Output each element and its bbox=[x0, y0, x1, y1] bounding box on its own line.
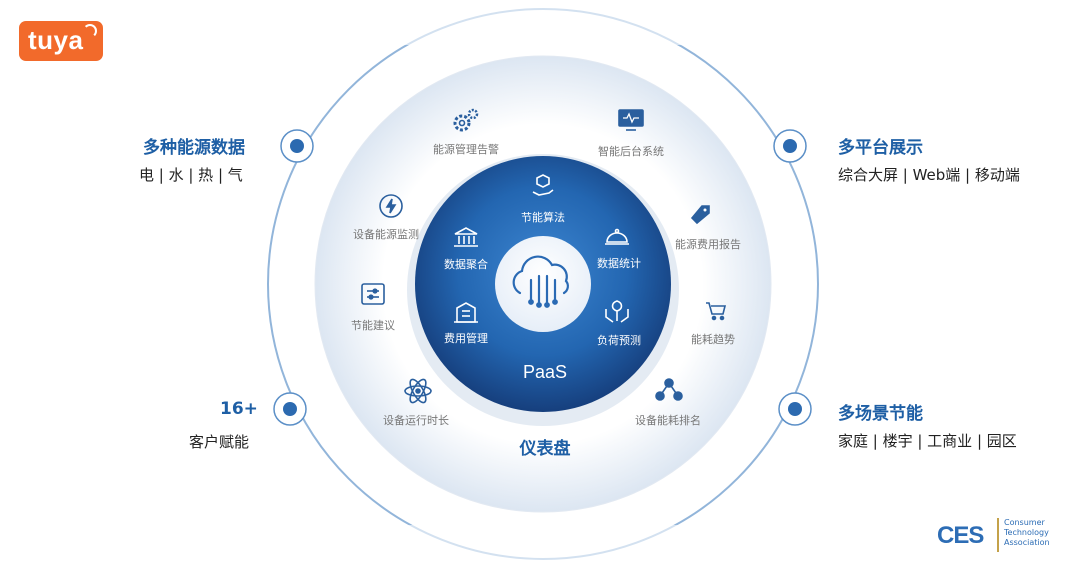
cloud-circuit-icon bbox=[512, 255, 569, 308]
inner-label-load-forecast: 负荷预测 bbox=[597, 334, 641, 347]
node-left-bottom bbox=[273, 392, 307, 426]
ces-org-line1: Consumer bbox=[1004, 518, 1045, 527]
outer-label-runtime: 设备运行时长 bbox=[383, 414, 449, 427]
outer-label-ranking: 设备能耗排名 bbox=[635, 414, 701, 427]
cart-icon bbox=[706, 302, 727, 321]
wifi-icon bbox=[83, 24, 97, 38]
node-right-top bbox=[773, 129, 807, 163]
ces-org-line2: Technology bbox=[1004, 528, 1049, 537]
left-top-subtitle: 电 | 水 | 热 | 气 bbox=[139, 166, 243, 184]
dashboard-label: 仪表盘 bbox=[519, 439, 571, 459]
network-icon bbox=[655, 378, 683, 401]
logo-text: tuya bbox=[28, 25, 84, 55]
right-bottom-title: 多场景节能 bbox=[838, 404, 923, 424]
node-right-bottom bbox=[778, 392, 812, 426]
left-bottom-title: 16+ bbox=[220, 399, 258, 419]
plant-hands-icon bbox=[605, 300, 629, 323]
monitor-icon bbox=[618, 109, 644, 131]
outer-label-cost-report: 能源费用报告 bbox=[675, 238, 741, 251]
ces-org-name: Consumer Technology Association bbox=[1004, 518, 1074, 548]
right-top-title: 多平台展示 bbox=[838, 138, 923, 158]
ces-badge: CES Consumer Technology Association bbox=[937, 512, 1072, 558]
cloud-center-disc bbox=[495, 236, 591, 332]
ces-logo-text: CES bbox=[937, 522, 984, 549]
atom-icon bbox=[404, 378, 432, 404]
left-top-title: 多种能源数据 bbox=[143, 138, 245, 158]
eco-energy-icon bbox=[379, 194, 403, 218]
outer-label-backend: 智能后台系统 bbox=[598, 145, 664, 158]
inner-label-data-statistics: 数据统计 bbox=[597, 257, 641, 270]
gears-icon bbox=[453, 108, 479, 132]
outer-label-trend: 能耗趋势 bbox=[691, 333, 735, 346]
node-left-top bbox=[280, 129, 314, 163]
ces-org-line3: Association bbox=[1004, 538, 1050, 547]
ces-divider bbox=[997, 518, 999, 552]
outer-label-monitoring: 设备能源监测 bbox=[353, 228, 419, 241]
cube-hand-icon bbox=[532, 174, 554, 196]
right-top-subtitle: 综合大屏 | Web端 | 移动端 bbox=[838, 166, 1020, 184]
right-bottom-subtitle: 家庭 | 楼宇 | 工商业 | 园区 bbox=[838, 432, 1017, 450]
tag-icon bbox=[690, 205, 710, 225]
sliders-icon bbox=[361, 283, 385, 305]
inner-label-data-aggregation: 数据聚合 bbox=[444, 258, 488, 271]
cloche-icon bbox=[605, 228, 629, 245]
building-icon bbox=[454, 302, 478, 323]
outer-label-advice: 节能建议 bbox=[351, 319, 395, 332]
tuya-logo: tuya bbox=[19, 21, 103, 61]
inner-label-cost-management: 费用管理 bbox=[444, 332, 488, 345]
outer-label-alarm: 能源管理告警 bbox=[433, 143, 499, 156]
paas-label: PaaS bbox=[522, 362, 568, 382]
bank-icon bbox=[454, 227, 478, 247]
left-bottom-subtitle: 客户赋能 bbox=[189, 433, 250, 451]
inner-label-energy-algorithm: 节能算法 bbox=[521, 211, 565, 224]
